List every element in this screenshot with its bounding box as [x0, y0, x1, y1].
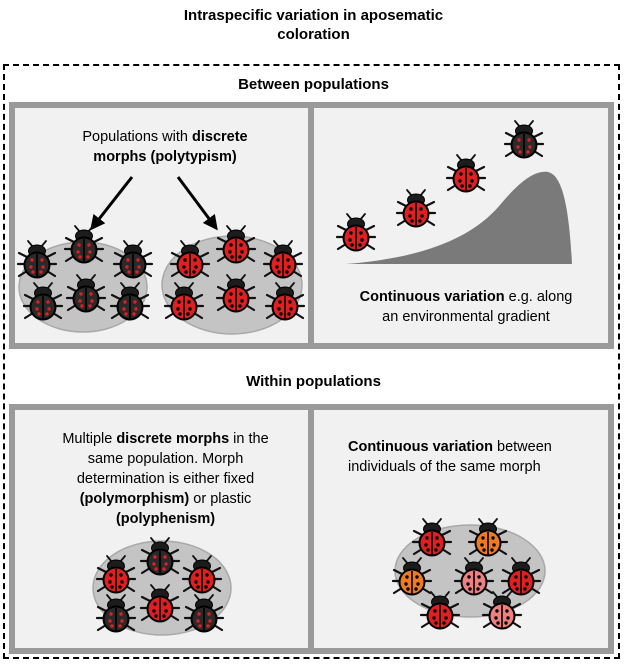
text-gradient-1: Continuous variation [359, 289, 505, 305]
text-polymorphism-4: same population. Morph [87, 451, 244, 467]
text-polytypism-2: discrete [192, 129, 248, 145]
outer-dashed-frame [3, 64, 620, 659]
text-gradient: Continuous variation e.g. along an envir… [326, 287, 606, 327]
between-populations-heading: Between populations [238, 76, 389, 93]
title-line-2: coloration [277, 26, 350, 43]
text-polymorphism-3: in the [229, 431, 269, 447]
text-continuous-within: Continuous variation between individuals… [348, 437, 608, 477]
within-populations-heading: Within populations [246, 373, 381, 390]
text-gradient-2: e.g. along [504, 289, 573, 305]
text-polymorphism: Multiple discrete morphs in the same pop… [23, 429, 308, 529]
text-polymorphism-6: (polymorphism) [79, 491, 190, 507]
text-polymorphism-5: determination is either fixed [76, 471, 255, 487]
text-polytypism: Populations with discrete morphs (polyty… [60, 127, 270, 167]
text-polytypism-1: Populations with [82, 129, 192, 145]
text-polytypism-3: morphs (polytypism) [93, 149, 237, 165]
figure-title: Intraspecific variation in aposematic co… [0, 6, 627, 44]
text-polymorphism-7: or plastic [189, 491, 252, 507]
text-polymorphism-2: discrete morphs [116, 431, 230, 447]
text-polymorphism-8: (polyphenism) [115, 511, 216, 527]
title-line-1: Intraspecific variation in aposematic [183, 7, 444, 24]
text-continuous-within-3: individuals of the same morph [348, 459, 541, 475]
text-gradient-3: an environmental gradient [382, 309, 550, 325]
text-continuous-within-1: Continuous variation [348, 439, 493, 455]
text-polymorphism-1: Multiple [62, 431, 117, 447]
text-continuous-within-2: between [493, 439, 552, 455]
